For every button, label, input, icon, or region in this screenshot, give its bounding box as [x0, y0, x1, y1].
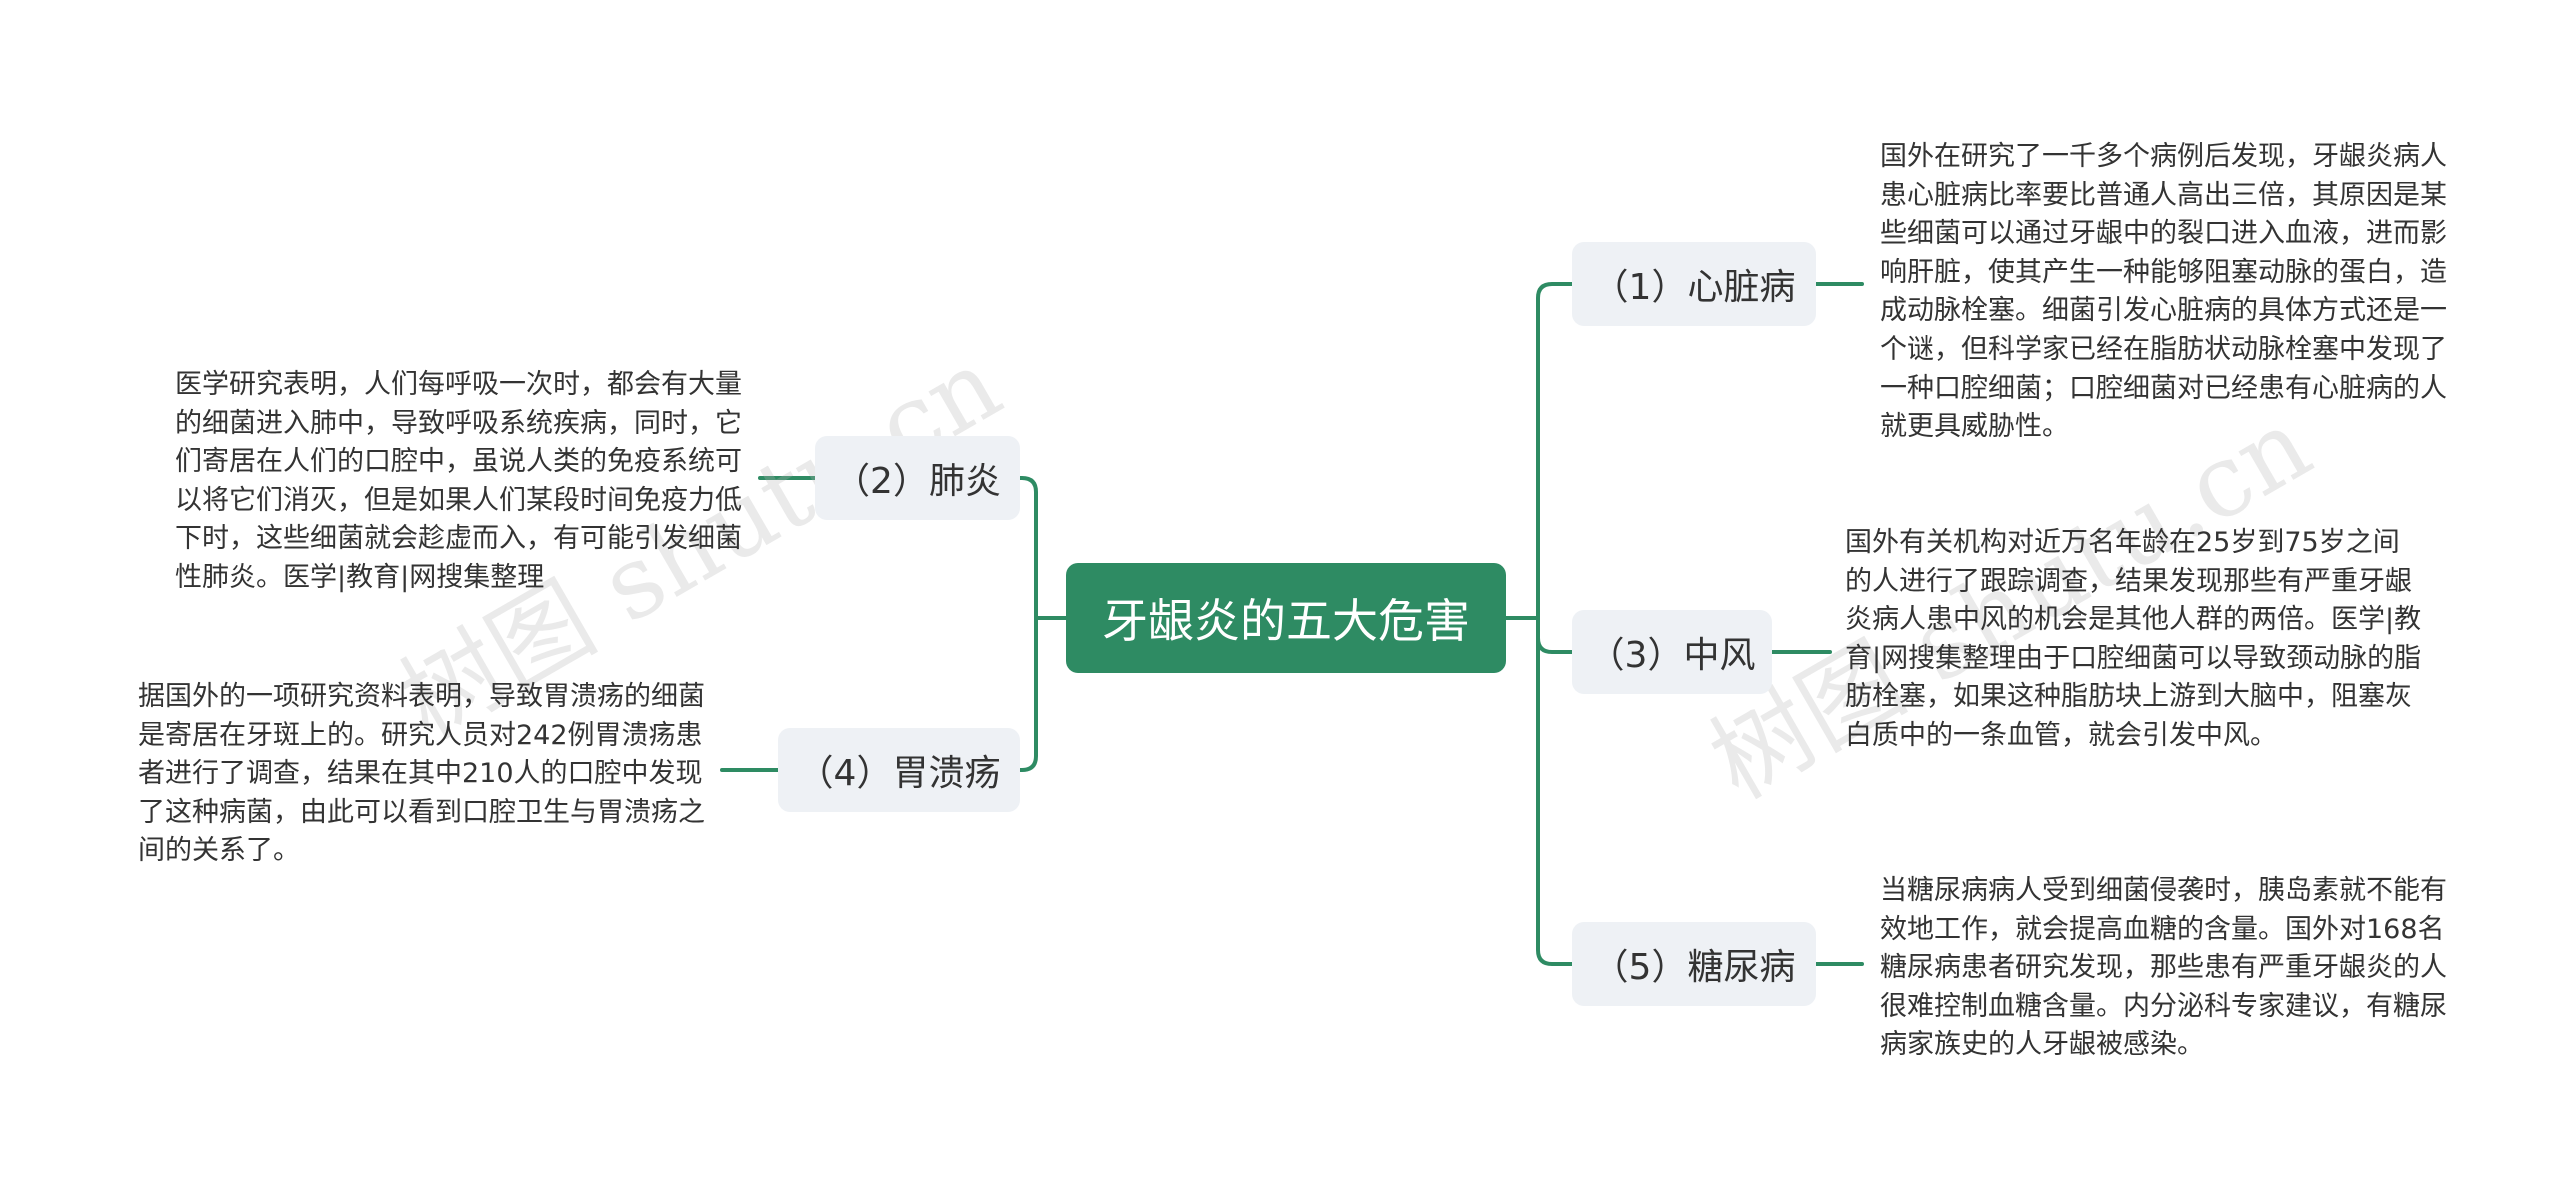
connector-pneumonia	[1018, 476, 1038, 620]
connector-stroke	[1536, 616, 1574, 654]
branch-heart-disease[interactable]: （1）心脏病	[1572, 242, 1816, 326]
branch-stroke[interactable]: （3）中风	[1572, 610, 1772, 694]
leaf-stroke: 国外有关机构对近万名年龄在25岁到75岁之间的人进行了跟踪调查，结果发现那些有严…	[1845, 527, 2422, 751]
leaf-pneumonia: 医学研究表明，人们每呼吸一次时，都会有大量的细菌进入肺中，导致呼吸系统疾病，同时…	[175, 369, 742, 593]
leaf-stomach-ulcer: 据国外的一项研究资料表明，导致胃溃疡的细菌是寄居在牙斑上的。研究人员对242例胃…	[138, 681, 705, 867]
branch-pneumonia[interactable]: （2）肺炎	[815, 436, 1020, 520]
connector-diabetes	[1536, 616, 1574, 966]
leaf-diabetes: 当糖尿病病人受到细菌侵袭时，胰岛素就不能有效地工作，就会提高血糖的含量。国外对1…	[1880, 875, 2447, 1061]
connector-heart	[1536, 282, 1574, 620]
root-topic[interactable]: 牙龈炎的五大危害	[1066, 563, 1506, 673]
branch-stomach-ulcer[interactable]: （4）胃溃疡	[778, 728, 1020, 812]
connector-stomach	[1018, 616, 1038, 772]
leaf-heart-disease: 国外在研究了一千多个病例后发现，牙龈炎病人患心脏病比率要比普通人高出三倍，其原因…	[1880, 141, 2447, 443]
branch-diabetes[interactable]: （5）糖尿病	[1572, 922, 1816, 1006]
